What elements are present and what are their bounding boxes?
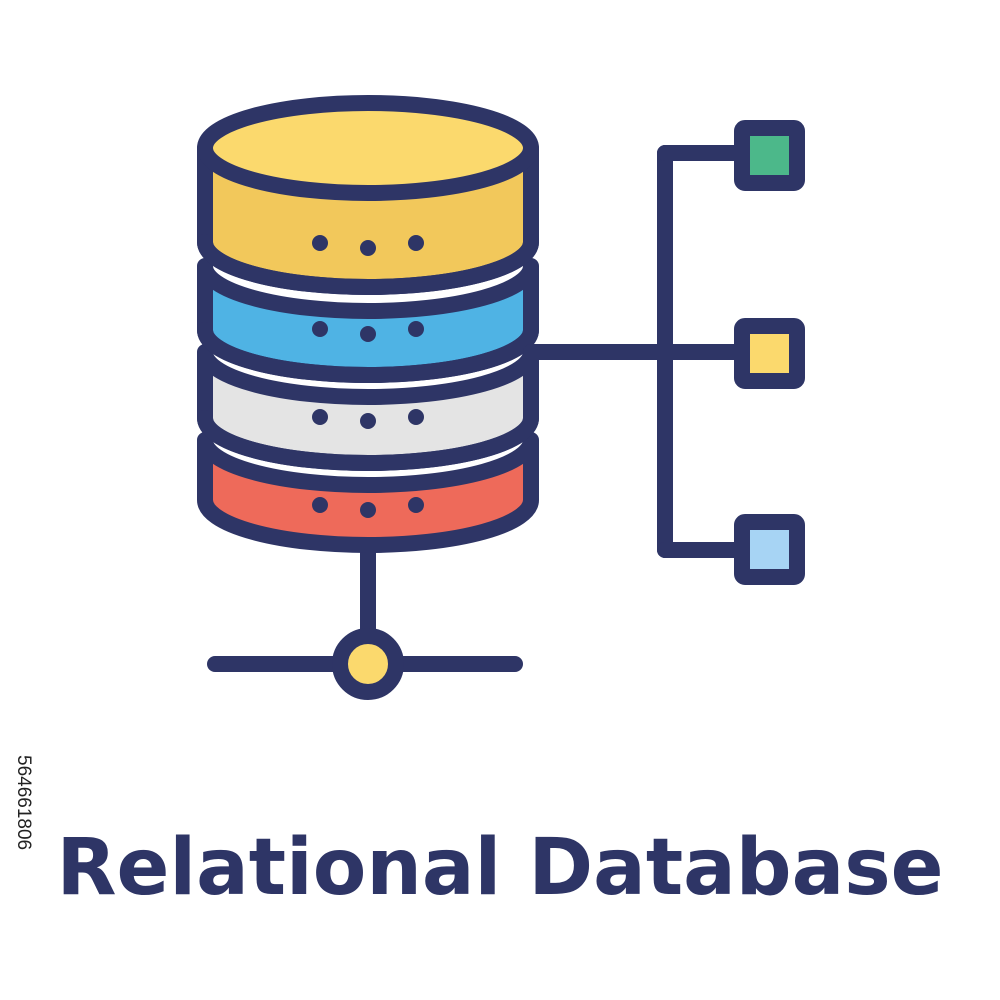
dot [312, 321, 328, 337]
dot [360, 326, 376, 342]
dot [360, 240, 376, 256]
blue-node-icon [734, 514, 805, 585]
green-node-icon [734, 120, 805, 191]
dot [408, 409, 424, 425]
dot [312, 409, 328, 425]
dot [360, 413, 376, 429]
disk-separator-1 [197, 234, 539, 295]
yellow-node-icon [734, 318, 805, 389]
dot [312, 235, 328, 251]
dot [408, 497, 424, 513]
disk-separator-2 [197, 322, 539, 383]
disk-top [197, 95, 539, 201]
dot [408, 321, 424, 337]
disk-dots [312, 235, 424, 518]
caption-title: Relational Database [56, 823, 944, 913]
dot [360, 502, 376, 518]
dot [408, 235, 424, 251]
dot [312, 497, 328, 513]
network-hub-icon [332, 628, 404, 700]
disk-red [197, 432, 539, 553]
disk-separator-3 [197, 410, 539, 471]
